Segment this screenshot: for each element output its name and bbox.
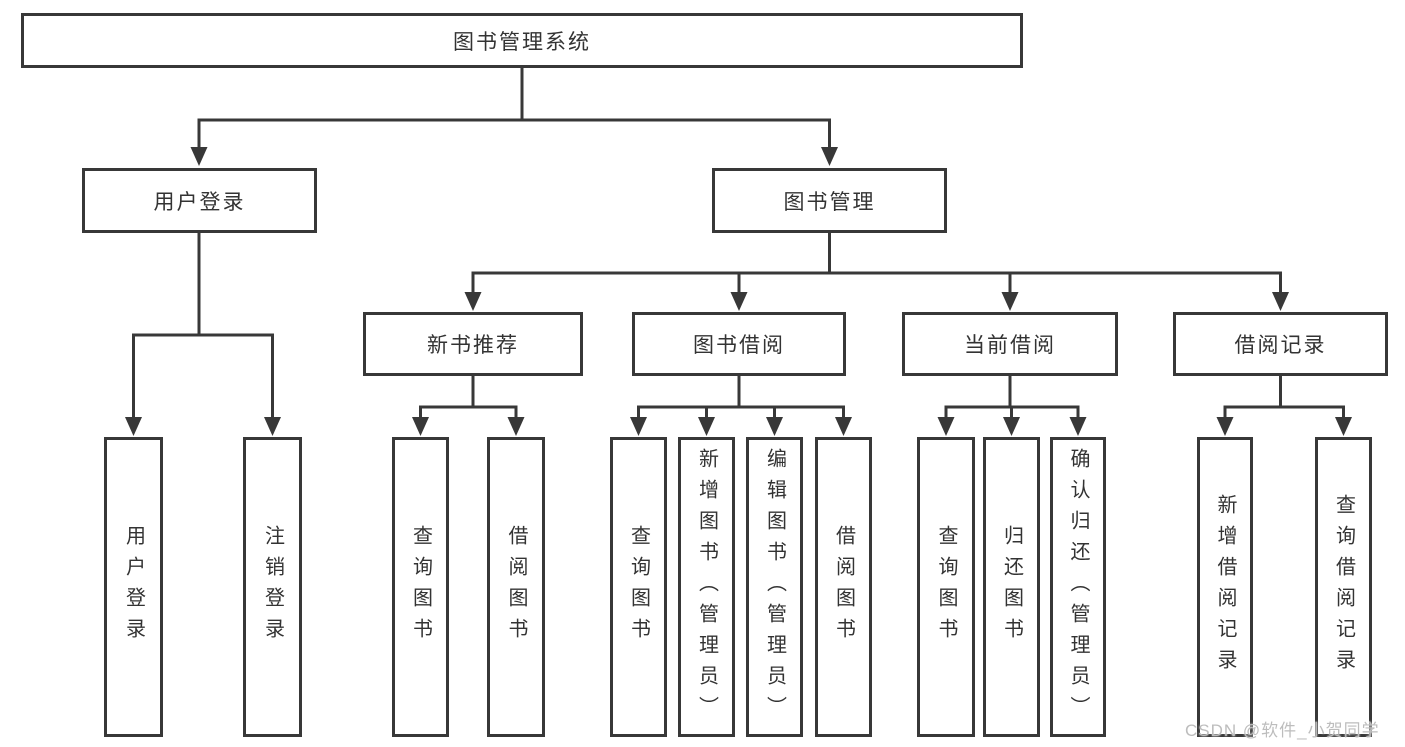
node-user-login: 用户登录 <box>82 168 317 233</box>
leaf-logout-login: 注销登录 <box>243 437 302 737</box>
connector-root-to-level2 <box>197 68 831 152</box>
node-current-borrowing: 当前借阅 <box>902 312 1118 376</box>
leaf-add-borrow-record: 新增借阅记录 <box>1197 437 1253 737</box>
leaf-return-books: 归还图书 <box>983 437 1040 737</box>
node-book-management: 图书管理 <box>712 168 947 233</box>
leaf-query-books-1: 查询图书 <box>392 437 449 737</box>
node-new-book-recommend: 新书推荐 <box>363 312 583 376</box>
leaf-query-borrow-record: 查询借阅记录 <box>1315 437 1372 737</box>
connector-userlogin-to-children <box>132 233 274 422</box>
leaf-borrow-books-2: 借阅图书 <box>815 437 872 737</box>
connector-borrowing-to-children <box>637 376 845 422</box>
node-borrowing-records: 借阅记录 <box>1173 312 1388 376</box>
node-book-borrowing: 图书借阅 <box>632 312 846 376</box>
leaf-query-books-2: 查询图书 <box>610 437 667 737</box>
arrowheads <box>125 147 1352 436</box>
connector-bookmgmt-to-level3 <box>471 233 1282 297</box>
connector-records-to-children <box>1223 376 1345 422</box>
leaf-edit-book-admin: 编辑图书（管理员） <box>746 437 803 737</box>
leaf-user-login: 用户登录 <box>104 437 163 737</box>
connector-current-to-children <box>944 376 1080 422</box>
leaf-borrow-books-1: 借阅图书 <box>487 437 545 737</box>
leaf-query-books-3: 查询图书 <box>917 437 975 737</box>
csdn-watermark: CSDN @软件_小贺同学 <box>1185 721 1380 740</box>
leaf-confirm-return-admin: 确认归还（管理员） <box>1050 437 1106 737</box>
connector-newbook-to-children <box>419 376 518 422</box>
leaf-add-book-admin: 新增图书（管理员） <box>678 437 735 737</box>
node-library-system: 图书管理系统 <box>21 13 1023 68</box>
